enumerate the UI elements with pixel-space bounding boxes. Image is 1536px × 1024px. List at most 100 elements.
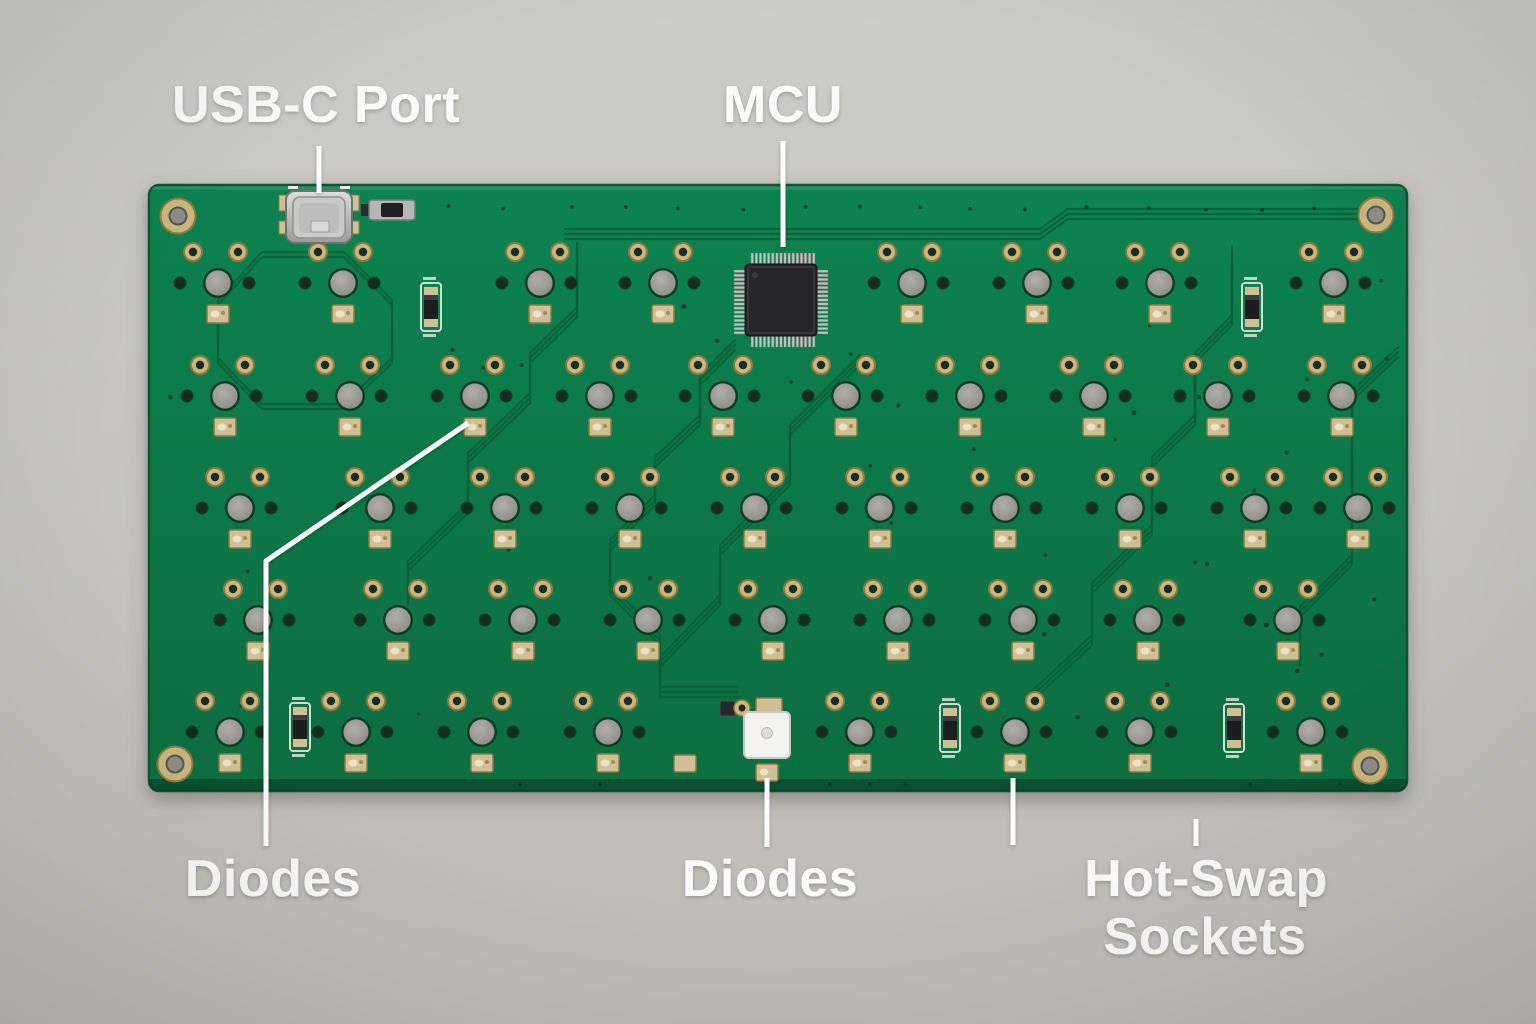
usb-silkscreen-mark	[340, 186, 350, 189]
stem-hole	[385, 607, 411, 633]
pin-hole-bore	[578, 696, 588, 706]
via-dot	[681, 303, 687, 309]
guide-hole	[618, 276, 632, 290]
pad-dimple	[485, 760, 489, 764]
mcu-pin	[775, 335, 779, 348]
pad-dimple	[863, 760, 867, 764]
pad-dimple	[1040, 311, 1044, 315]
guide-hole	[710, 501, 724, 515]
diode-pad-top	[293, 707, 307, 716]
guide-hole	[925, 389, 939, 403]
guide-hole	[282, 613, 296, 627]
mcu-pin	[759, 335, 762, 348]
guide-hole	[1242, 389, 1256, 403]
pin-hole-bore	[623, 696, 633, 706]
pad-solder-blob	[217, 423, 227, 431]
guide-hole	[632, 725, 646, 739]
guide-hole	[853, 613, 867, 627]
diode-pad-bottom	[943, 739, 957, 748]
pin-hole-bore	[770, 472, 780, 482]
guide-hole	[585, 501, 599, 515]
stem-hole	[469, 719, 495, 745]
via-dot	[518, 782, 522, 786]
diode-pad-top	[1245, 287, 1259, 296]
pin-hole-bore	[475, 472, 485, 482]
pin-hole-bore	[452, 696, 462, 706]
stem-hole	[1127, 719, 1153, 745]
guide-hole	[1297, 389, 1311, 403]
diode-label-mark	[292, 697, 305, 700]
pin-hole-bore	[1130, 247, 1140, 257]
pad-dimple	[973, 424, 977, 428]
mcu-pin	[816, 323, 829, 326]
pad-solder-blob	[372, 535, 382, 543]
via-dot	[1319, 652, 1324, 658]
stem-hole	[587, 383, 613, 409]
guide-hole	[867, 276, 881, 290]
guide-hole	[1061, 276, 1075, 290]
pad-dimple	[383, 536, 387, 540]
guide-hole	[1047, 613, 1061, 627]
pin-hole-bore	[663, 584, 673, 594]
via-dot	[858, 204, 862, 209]
via-dot	[168, 394, 173, 400]
guide-hole	[249, 389, 263, 403]
pin-hole-bore	[850, 472, 860, 482]
pin-hole-bore	[210, 472, 220, 482]
pad-dimple	[359, 760, 363, 764]
pin-hole-bore	[1118, 584, 1128, 594]
pin-hole-bore	[200, 696, 210, 706]
pad-dimple	[228, 424, 232, 428]
stem-hole	[867, 495, 893, 521]
small-smd-component	[719, 700, 736, 717]
diode-pad-bottom	[293, 738, 307, 747]
via-dot	[1204, 207, 1208, 212]
mcu-pin	[733, 286, 746, 290]
stem-hole	[367, 495, 393, 521]
pin-hole-bore	[816, 360, 826, 370]
pad-dimple	[353, 424, 357, 428]
guide-hole	[242, 276, 256, 290]
mcu-pin	[750, 335, 754, 348]
diode-label-mark	[1244, 334, 1257, 337]
pin-hole-bore	[1281, 696, 1291, 706]
pad-dimple	[726, 424, 730, 428]
diode-label-mark	[1226, 698, 1239, 701]
pad-solder-blob	[592, 423, 602, 431]
guide-hole	[835, 501, 849, 515]
diode-label-mark	[292, 754, 305, 757]
stem-hole	[510, 607, 536, 633]
guide-hole	[563, 725, 577, 739]
pin-hole-bore	[940, 360, 950, 370]
pad-solder-blob	[497, 535, 507, 543]
pin-hole-bore	[195, 360, 205, 370]
via-dot	[1252, 488, 1257, 493]
pad-dimple	[915, 311, 919, 315]
pad-solder-blob	[1152, 310, 1162, 318]
mcu-pin	[771, 335, 775, 348]
pin-hole-bore	[927, 247, 937, 257]
pad-solder-blob	[747, 535, 757, 543]
pin-hole-bore	[1163, 584, 1173, 594]
via-dot	[903, 782, 907, 786]
guide-hole	[1029, 501, 1043, 515]
via-dot	[1372, 597, 1377, 602]
pad-solder-blob	[904, 310, 914, 318]
guide-hole	[687, 276, 701, 290]
stem-hole	[847, 719, 873, 745]
via-dot	[519, 363, 524, 368]
guide-hole	[506, 725, 520, 739]
mcu-pin	[733, 323, 746, 326]
pin-hole-bore	[538, 584, 548, 594]
pin-hole-bore	[985, 696, 995, 706]
via-dot	[1312, 206, 1316, 211]
pin-hole-bore	[490, 360, 500, 370]
pin-hole-bore	[1155, 696, 1165, 706]
stem-hole	[742, 495, 768, 521]
diode-label-mark	[1244, 277, 1257, 280]
pad-dimple	[1314, 760, 1318, 764]
via-dot	[1260, 208, 1264, 212]
pin-hole-bore	[1175, 247, 1185, 257]
pad-solder-blob	[1350, 535, 1360, 543]
